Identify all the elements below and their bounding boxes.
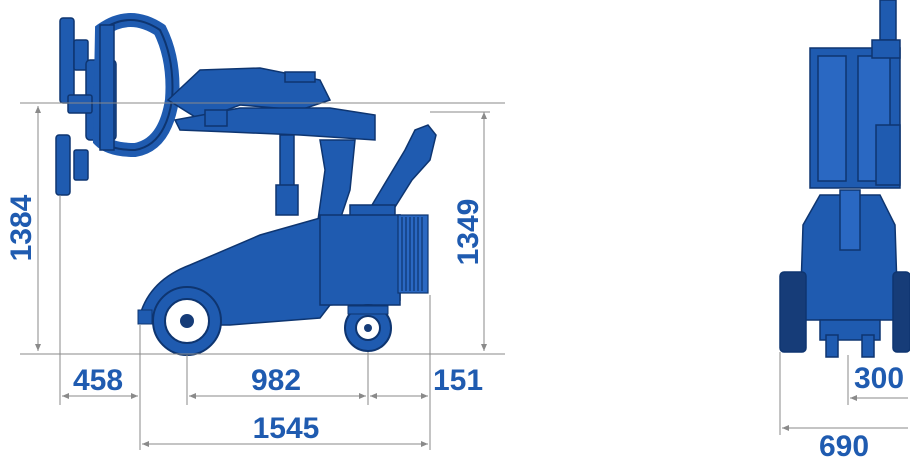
rear-wheel-side bbox=[344, 304, 392, 352]
label-wheelbase: 982 bbox=[251, 364, 301, 397]
label-overall-width: 690 bbox=[819, 430, 869, 463]
front-view-machine bbox=[779, 0, 910, 358]
dimension-lines bbox=[20, 102, 908, 450]
label-frame-height: 1349 bbox=[452, 199, 485, 266]
boom-arm bbox=[166, 67, 376, 141]
label-track-half: 300 bbox=[854, 362, 904, 395]
battery-fins bbox=[397, 214, 429, 294]
lifting-frame-side bbox=[92, 13, 180, 158]
dimension-labels: 1384 1349 458 982 151 1545 300 690 bbox=[5, 194, 904, 463]
label-overall-length: 1545 bbox=[253, 412, 320, 445]
label-overall-height: 1384 bbox=[5, 194, 38, 261]
mast bbox=[275, 134, 356, 221]
side-view-machine bbox=[55, 13, 437, 356]
label-front-overhang: 458 bbox=[73, 364, 123, 397]
label-rear-overhang: 151 bbox=[433, 364, 483, 397]
front-wheel-side bbox=[152, 286, 222, 356]
